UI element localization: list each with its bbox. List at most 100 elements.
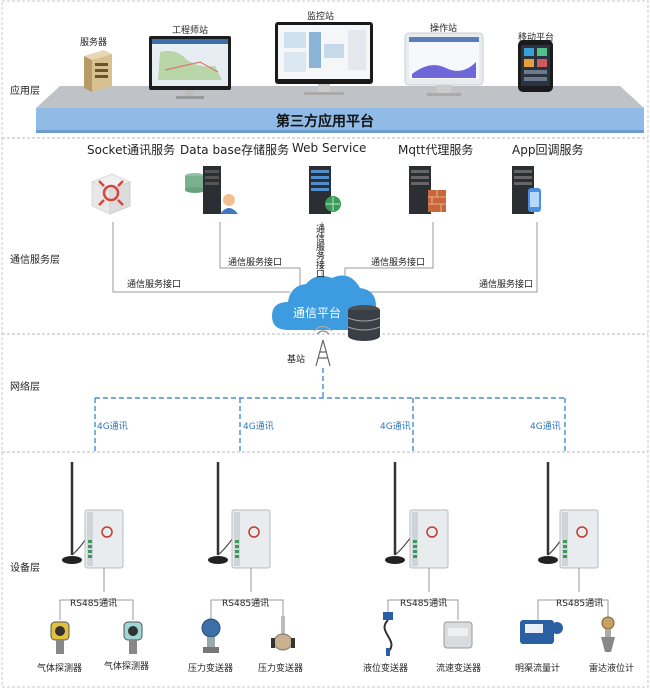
interface-label-4: 通信服务接口 xyxy=(479,280,534,290)
device-label-flow: 流速变送器 xyxy=(436,664,482,674)
sensor-openchannel-icon xyxy=(520,620,563,644)
pressure-stem xyxy=(281,616,285,636)
dtu-terminal xyxy=(235,540,239,543)
base-station-tower-icon xyxy=(313,325,333,367)
antenna-base xyxy=(385,556,405,564)
rs485-label-2: RS485通讯 xyxy=(222,599,270,609)
dtu-terminal xyxy=(563,555,567,558)
rs485-bracket xyxy=(59,599,134,620)
platform-title: 第三方应用平台 xyxy=(276,114,374,130)
dtu-side xyxy=(562,512,568,566)
gas-probe xyxy=(129,640,137,654)
interface-label-1: 通信服务接口 xyxy=(127,280,182,290)
sensor-level-icon xyxy=(383,612,393,656)
service-label-web: Web Service xyxy=(292,141,367,155)
database-service-icon xyxy=(185,166,238,214)
level-cable xyxy=(383,619,393,653)
cloud-label: 通信平台 xyxy=(293,306,342,320)
sensor-pressure2-icon xyxy=(271,616,295,651)
pressure-flange-left xyxy=(271,638,275,648)
antenna-base xyxy=(62,556,82,564)
pressure-body xyxy=(273,633,293,651)
device-label-open-channel: 明渠流量计 xyxy=(515,664,561,674)
service-label-app-callback: App回调服务 xyxy=(512,143,584,157)
mobile-phone-icon xyxy=(518,40,553,92)
antenna-base xyxy=(538,556,558,564)
dtu-logo xyxy=(576,526,588,538)
app-node-label-mobile: 移动平台 xyxy=(518,33,555,43)
sensor-radar-icon xyxy=(601,616,615,652)
app-node-label-operator: 操作站 xyxy=(430,24,458,34)
layer-label-app: 应用层 xyxy=(10,86,40,97)
dtu-side xyxy=(234,512,240,566)
device-label-gas-1: 气体探测器 xyxy=(37,664,83,674)
network-label-3: 4G通讯 xyxy=(380,422,411,432)
dtu-terminal xyxy=(413,550,417,553)
layer-label-device: 设备层 xyxy=(10,563,40,574)
app-node-label-engineer: 工程师站 xyxy=(172,26,209,36)
dtu-logo xyxy=(101,526,113,538)
dtu-terminal xyxy=(413,555,417,558)
rs485-bracket xyxy=(210,599,284,620)
dtu-terminal xyxy=(563,550,567,553)
sensor-gas-icon xyxy=(50,621,70,654)
monitoring-monitor-icon xyxy=(275,22,373,95)
dtu-terminal xyxy=(413,545,417,548)
rs485-label-3: RS485通讯 xyxy=(400,599,448,609)
device-label-level: 液位变送器 xyxy=(363,664,409,674)
rs485-bracket xyxy=(537,599,609,620)
flow-panel xyxy=(448,628,468,636)
platform-top xyxy=(36,86,644,108)
dtu-terminal xyxy=(88,555,92,558)
interface-label-2: 通信服务接口 xyxy=(228,258,283,268)
web-service-icon xyxy=(309,166,341,214)
openchannel-sensor xyxy=(551,622,563,634)
device-label-pressure-1: 压力变送器 xyxy=(188,664,234,674)
dtu-terminal xyxy=(235,555,239,558)
pressure-flange-right xyxy=(291,638,295,648)
network-4g-lines xyxy=(94,368,566,452)
app-node-label-monitoring: 监控站 xyxy=(307,12,335,22)
interface-label-3: 通信服务接口 xyxy=(371,258,426,268)
pressure-stem xyxy=(207,637,215,647)
device-group-2 xyxy=(201,462,295,653)
device-label-radar: 雷达液位计 xyxy=(589,664,635,674)
network-label-4: 4G通讯 xyxy=(530,422,561,432)
gas-display xyxy=(55,626,65,636)
dtu-terminal xyxy=(413,540,417,543)
platform-band-shade xyxy=(36,130,644,133)
dtu-terminal xyxy=(235,545,239,548)
pressure-flange xyxy=(203,647,219,653)
dtu-logo xyxy=(426,526,438,538)
sensor-flow-icon xyxy=(443,621,473,649)
dtu-terminal xyxy=(88,545,92,548)
dtu-terminal xyxy=(563,545,567,548)
dtu-logo xyxy=(248,526,260,538)
device-label-gas-2: 气体探测器 xyxy=(104,662,150,672)
interface-label-vertical: 通信服务接口 xyxy=(314,224,324,278)
dtu-terminal xyxy=(88,550,92,553)
rs485-label-4: RS485通讯 xyxy=(556,599,604,609)
mqtt-service-icon xyxy=(409,166,446,214)
radar-head xyxy=(601,616,615,630)
dtu-terminal xyxy=(563,540,567,543)
dtu-side xyxy=(87,512,93,566)
service-label-mqtt: Mqtt代理服务 xyxy=(398,143,474,157)
sensor-gas-icon xyxy=(123,621,143,654)
rs485-bracket xyxy=(387,599,459,620)
openchannel-display xyxy=(525,624,543,633)
device-group-4 xyxy=(520,462,615,652)
platform-band xyxy=(36,108,644,133)
device-group-1 xyxy=(50,462,143,654)
level-head xyxy=(383,612,393,620)
rs485-label-1: RS485通讯 xyxy=(70,599,118,609)
service-label-socket: Socket通讯服务 xyxy=(87,143,176,157)
app-callback-service-icon xyxy=(512,166,541,214)
cloud-platform-icon xyxy=(272,275,381,341)
gas-display xyxy=(128,626,138,636)
sensor-pressure-icon xyxy=(201,618,221,653)
app-node-label-server: 服务器 xyxy=(80,38,108,48)
